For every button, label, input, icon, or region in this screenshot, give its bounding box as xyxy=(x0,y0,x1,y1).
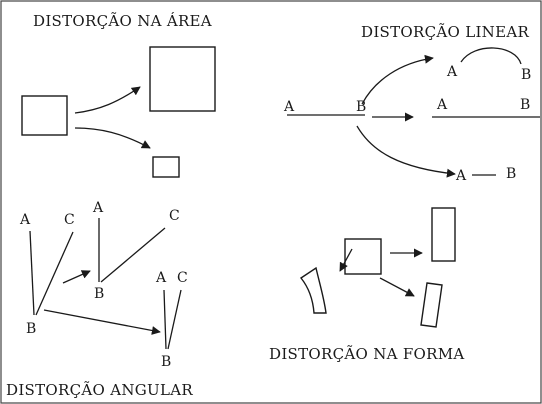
enlarged-square xyxy=(149,46,216,112)
angle3-label-c: C xyxy=(177,270,188,286)
angle3-label-a: A xyxy=(155,270,167,286)
angle3-label-b: B xyxy=(161,354,171,370)
elongated-rectangle xyxy=(431,207,456,262)
stretched-label-b: B xyxy=(520,97,530,113)
shortened-label-b: B xyxy=(506,166,516,182)
reduced-square xyxy=(152,156,180,178)
arrow-to-reduced xyxy=(74,127,151,149)
arrow-to-curved xyxy=(361,54,434,105)
angle2-label-b: B xyxy=(94,286,104,302)
angle2-label-a: A xyxy=(92,200,104,216)
area-distortion-panel: DISTORÇÃO NA ÁREA xyxy=(21,12,216,178)
original-label-b: B xyxy=(356,99,366,115)
arrow-to-enlarged xyxy=(74,86,141,114)
angle1-label-b: B xyxy=(26,321,36,337)
curved-trapezoid xyxy=(299,266,327,314)
original-square xyxy=(21,95,68,136)
arrow-to-parallelogram xyxy=(379,277,415,297)
arrow-to-narrow-angle xyxy=(43,309,161,335)
shape-distortion-panel: DISTORÇÃO NA FORMA xyxy=(269,207,465,363)
angle1-label-c: C xyxy=(64,212,75,228)
curved-segment xyxy=(460,47,522,65)
stretched-label-a: A xyxy=(436,97,448,113)
linear-distortion-title: DISTORÇÃO LINEAR xyxy=(361,23,529,41)
arrow-to-shortened xyxy=(356,125,456,178)
shortened-label-a: A xyxy=(455,168,467,184)
tilted-parallelogram xyxy=(420,282,443,328)
angular-distortion-title: DISTORÇÃO ANGULAR xyxy=(6,381,193,399)
angle1-side-ba xyxy=(29,230,35,316)
arrow-to-wider-angle xyxy=(62,270,91,284)
angle2-label-c: C xyxy=(169,208,180,224)
shape-distortion-title: DISTORÇÃO NA FORMA xyxy=(269,345,465,363)
angle1-label-a: A xyxy=(19,212,31,228)
area-distortion-title: DISTORÇÃO NA ÁREA xyxy=(33,12,212,30)
linear-distortion-panel: DISTORÇÃO LINEAR A B A B A B A B xyxy=(283,23,540,184)
angular-distortion-panel: DISTORÇÃO ANGULAR A C B A C B A C B xyxy=(6,200,193,399)
angle3-side-bc xyxy=(167,289,182,350)
curved-label-b: B xyxy=(521,67,531,83)
angle2-side-bc xyxy=(100,227,166,283)
arrow-to-curved-shape xyxy=(339,248,353,272)
curved-label-a: A xyxy=(446,64,458,80)
original-label-a: A xyxy=(283,99,295,115)
angle3-side-ba xyxy=(163,289,167,350)
angle1-side-bc xyxy=(35,231,74,316)
original-shape-square xyxy=(344,238,382,275)
